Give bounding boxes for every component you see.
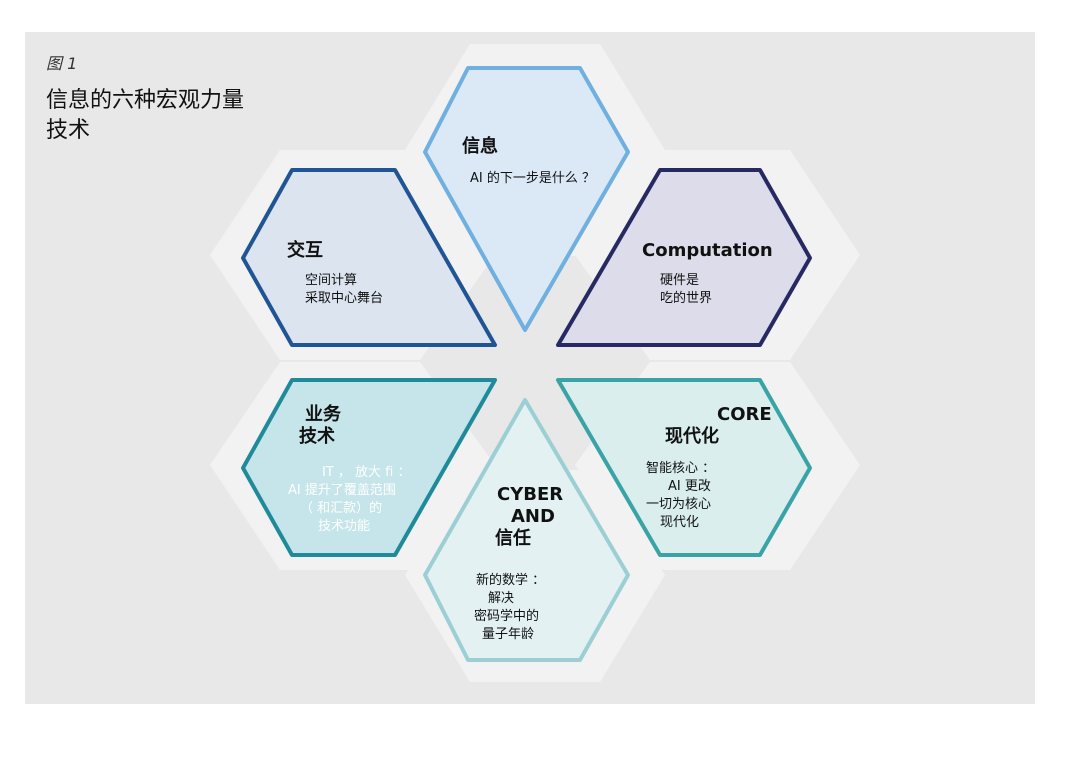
segment-information-body-line: AI 的下一步是什么 ？ <box>470 170 595 186</box>
segment-core-body-line: 智能核心 ： <box>646 461 715 476</box>
segment-business-body-line: 技术功能 <box>318 519 370 534</box>
segment-interaction-body-line: 采取中心舞台 <box>305 291 383 306</box>
segment-computation-body-line: 吃的世界 <box>660 290 712 306</box>
segment-business-body: IT ， 放大 fi ： AI 提升了覆盖范围 （ 和汇款）的技术功能 <box>288 465 411 534</box>
segment-information-shape <box>423 66 630 332</box>
segment-computation-title-line: Computation <box>642 240 773 261</box>
figure-title: 信息的六种宏观力量 技术 <box>46 86 244 146</box>
segment-business-body-line: （ 和汇款）的 <box>300 500 382 516</box>
segment-cyber-title-line: CYBER <box>497 484 563 505</box>
segment-interaction-title-line: 交互 <box>287 239 323 261</box>
segment-computation-shape <box>556 168 812 347</box>
segment-interaction-body-line: 空间计算 <box>305 273 357 288</box>
figure-label: 图 1 <box>46 54 78 73</box>
segment-core-body: 智能核心 ： AI 更改一切为核心现代化 <box>646 461 715 530</box>
segment-cyber-title-line: AND <box>511 506 555 527</box>
segment-computation: Computation 硬件是吃的世界 <box>556 168 812 347</box>
segment-interaction-title: 交互 <box>287 239 323 261</box>
segment-information: 信息 AI 的下一步是什么 ？ <box>423 66 630 332</box>
segment-core-shape <box>556 378 812 557</box>
segment-business-title-line: 业务 <box>305 403 342 425</box>
segment-cyber-body-line: 新的数学 ： <box>476 572 545 588</box>
segment-computation-body-line: 硬件是 <box>660 273 699 288</box>
segment-information-title-line: 信息 <box>462 135 498 157</box>
segment-core-body-line: 一切为核心 <box>646 497 711 512</box>
segment-interaction: 交互 空间计算采取中心舞台 <box>241 168 497 347</box>
segment-core-body-line: 现代化 <box>660 515 699 530</box>
segment-cyber-body-line: 解决 <box>488 591 514 606</box>
segment-core-title-line: CORE <box>717 404 772 425</box>
segment-business: 业务技术 IT ， 放大 fi ： AI 提升了覆盖范围 （ 和汇款）的技术功能 <box>241 378 497 557</box>
segment-business-title: 业务技术 <box>299 403 342 447</box>
segment-interaction-body: 空间计算采取中心舞台 <box>305 273 383 306</box>
segment-core-title-line: 现代化 <box>665 425 719 447</box>
segment-information-title: 信息 <box>462 135 498 157</box>
segment-computation-body: 硬件是吃的世界 <box>660 273 712 306</box>
segment-cyber-title-line: 信任 <box>495 527 531 549</box>
figure-title-line: 信息的六种宏观力量 <box>46 88 245 113</box>
segment-business-body-line: IT ， 放大 fi ： <box>322 465 411 480</box>
segment-computation-title: Computation <box>642 240 773 261</box>
segment-interaction-shape <box>241 168 497 347</box>
segment-cyber-body: 新的数学 ： 解决密码学中的量子年龄 <box>474 572 545 642</box>
segment-core-body-line: AI 更改 <box>668 479 711 494</box>
segment-business-body-line: AI 提升了覆盖范围 <box>288 482 396 498</box>
segment-business-shape <box>241 378 497 557</box>
segment-business-title-line: 技术 <box>299 425 335 447</box>
figure-title-line: 技术 <box>46 118 91 143</box>
segment-information-body: AI 的下一步是什么 ？ <box>470 170 595 186</box>
segment-cyber-shape <box>423 398 630 662</box>
segment-cyber-body-line: 量子年龄 <box>482 627 534 642</box>
segment-cyber-body-line: 密码学中的 <box>474 608 539 624</box>
